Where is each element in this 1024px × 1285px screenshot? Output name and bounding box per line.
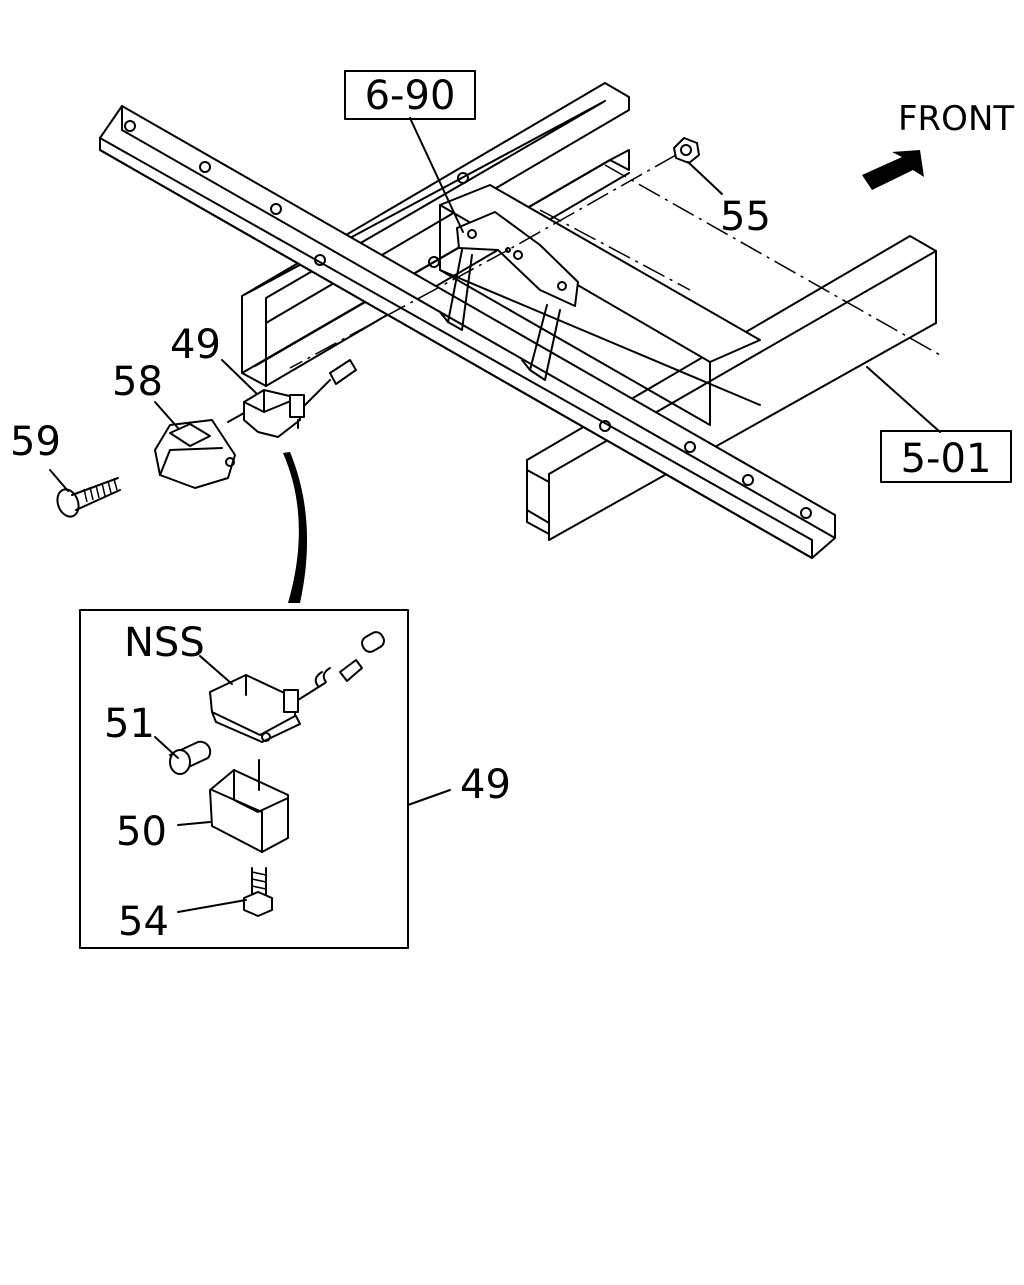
callout-58: 58 bbox=[112, 359, 163, 405]
callout-49-top: 49 bbox=[170, 322, 221, 368]
ref-box-6-90[interactable]: 6-90 bbox=[344, 70, 476, 120]
screw-59 bbox=[56, 477, 121, 518]
nut-55 bbox=[673, 137, 700, 164]
front-arrow-icon bbox=[862, 150, 924, 190]
detail-pointer bbox=[283, 452, 308, 603]
frame-crossbar bbox=[99, 105, 836, 559]
front-label: FRONT bbox=[898, 99, 1014, 139]
sensor-49-assembly bbox=[243, 359, 357, 438]
callout-55: 55 bbox=[720, 194, 771, 240]
leader-lines bbox=[49, 117, 941, 913]
sensor-bracket bbox=[439, 211, 579, 381]
bracket-50 bbox=[209, 759, 289, 853]
centerlines bbox=[121, 105, 941, 516]
callout-54: 54 bbox=[118, 899, 169, 945]
nss-sensor bbox=[209, 631, 385, 743]
detail-box bbox=[79, 609, 409, 949]
magnet-51 bbox=[169, 740, 212, 775]
callout-50: 50 bbox=[116, 809, 167, 855]
callout-49-detail: 49 bbox=[460, 762, 511, 808]
cover-58 bbox=[154, 419, 236, 489]
callout-51: 51 bbox=[104, 701, 155, 747]
ref-box-5-01[interactable]: 5-01 bbox=[880, 430, 1012, 483]
bolt-54 bbox=[243, 867, 273, 917]
ref-box-6-90-label: 6-90 bbox=[365, 73, 456, 119]
callout-59: 59 bbox=[10, 419, 61, 465]
callout-nss: NSS bbox=[124, 620, 205, 666]
ref-box-5-01-label: 5-01 bbox=[901, 436, 992, 482]
